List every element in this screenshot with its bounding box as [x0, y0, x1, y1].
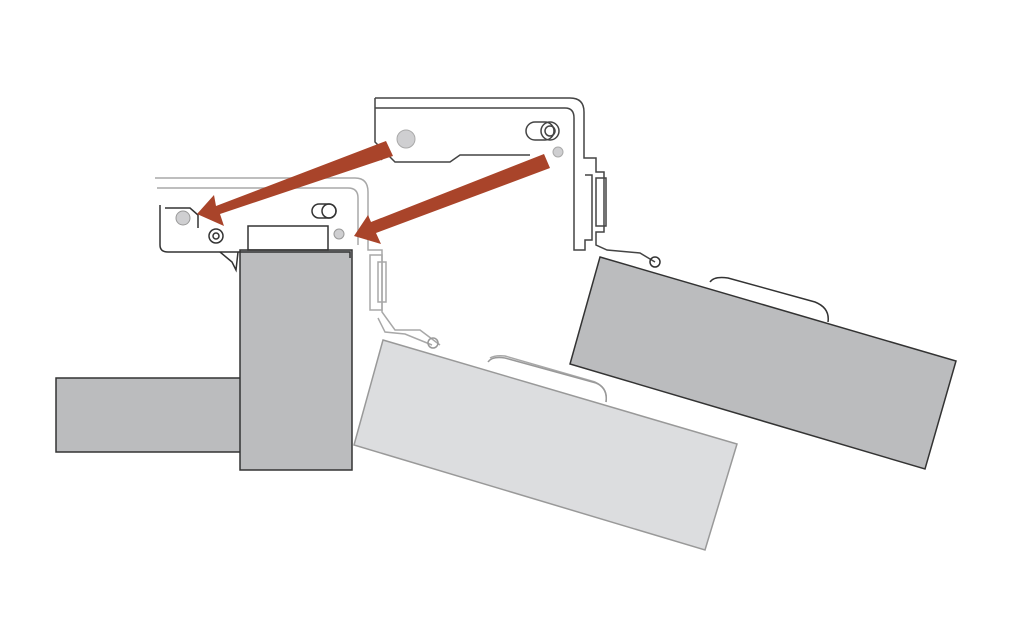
door-panel-dark	[569, 256, 957, 470]
door-hinge-cup-dark	[649, 256, 829, 323]
pivot-point-upper-right	[552, 146, 564, 158]
arrow-pivot-lower	[354, 154, 550, 244]
pivot-point-upper-left	[396, 129, 416, 149]
door-hinge-cup-light	[427, 337, 608, 403]
hinge-mount-plate	[159, 203, 351, 273]
hinge-arm-open	[374, 97, 656, 263]
door-panel-light	[353, 339, 738, 551]
pivot-point-lower-right	[333, 228, 345, 240]
pivot-point-lower-left	[175, 210, 191, 226]
cabinet-vertical-panel	[239, 249, 353, 471]
arrow-pivot-upper	[197, 141, 393, 226]
